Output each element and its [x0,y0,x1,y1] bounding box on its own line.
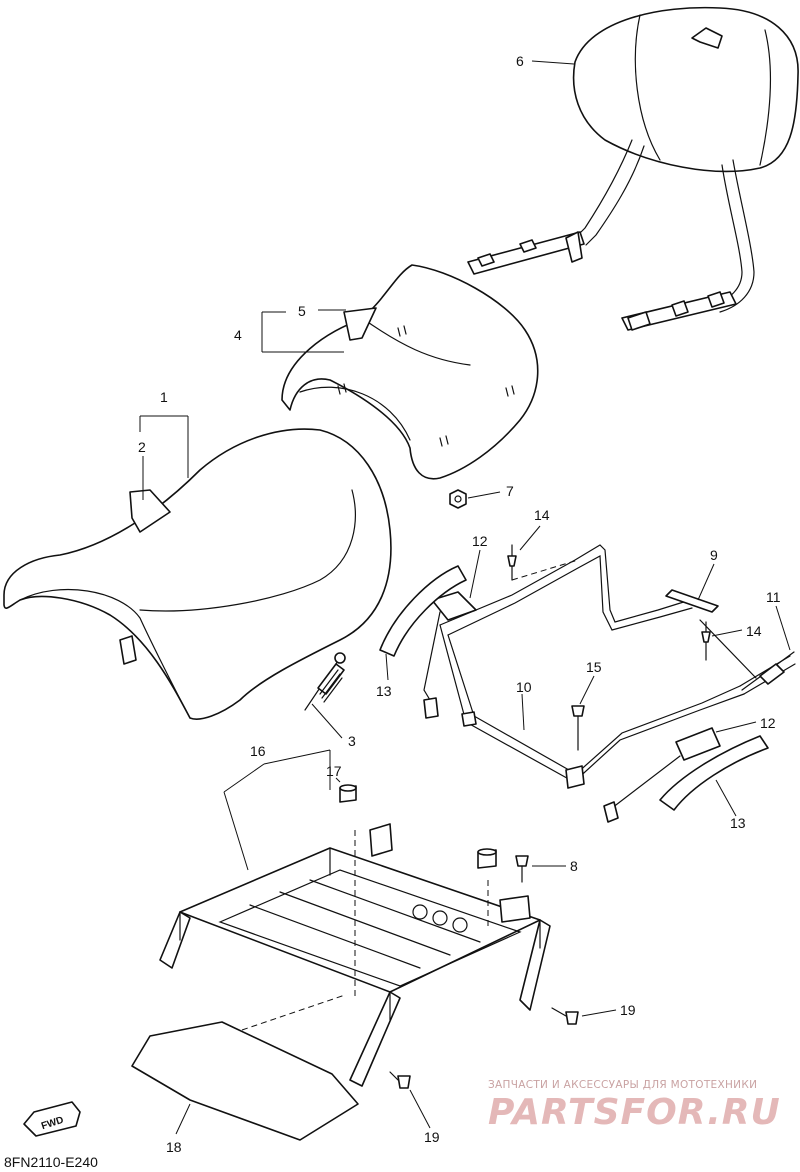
fwd-arrow-icon: FWD [23,1101,81,1137]
watermark-logo: PARTSFOR.RU [488,1092,781,1133]
rider-seat-clip [129,489,171,533]
leader-lines [139,60,791,1135]
seat-mat [131,1021,359,1141]
bolt-15 [571,705,585,751]
callout-6: 6 [516,53,524,69]
callout-labels: 1 2 3 4 5 6 7 8 9 10 11 12 12 13 13 14 1… [138,53,781,1155]
bolt-14-right [701,621,711,661]
nut-7 [449,489,467,509]
callout-10: 10 [516,679,532,695]
seat-rail-frame [439,544,796,789]
backrest-stay [467,139,755,331]
callout-15: 15 [586,659,602,675]
backrest-pad [572,6,799,173]
callout-16: 16 [250,743,266,759]
rod-11 [741,651,795,691]
passenger-seat [281,264,539,480]
callout-2: 2 [138,439,146,455]
seat-damper [304,652,346,711]
seat-pad-right [603,727,721,823]
frame-guide-line [511,559,579,581]
seat-pad-left [423,591,477,719]
callout-18: 18 [166,1139,182,1155]
base-guide-line-3 [241,994,346,1031]
passenger-seat-clip [343,307,377,341]
callout-13-right: 13 [730,815,746,831]
bolt-14-left [507,544,517,581]
watermark-tagline: ЗАПЧАСТИ И АКСЕССУАРЫ ДЛЯ МОТОТЕХНИКИ [488,1079,757,1091]
callout-19-upper: 19 [620,1002,636,1018]
callout-12-right: 12 [760,715,776,731]
bolt-8 [515,855,529,883]
caution-label [665,589,719,613]
damper-rubber-17a [339,784,357,803]
callout-11: 11 [766,589,781,605]
bolt-19-lower [389,1071,411,1089]
callout-5: 5 [298,303,306,319]
callout-19-lower: 19 [424,1129,440,1145]
seat-base-frame [159,823,551,1087]
callout-17: 17 [326,763,342,779]
bolt-19-upper [551,1007,579,1025]
callout-3: 3 [348,733,356,749]
seat-cover-right [659,735,769,811]
diagram-code: 8FN2110-E240 [4,1154,98,1170]
callout-14-left: 14 [534,507,550,523]
rider-seat [3,428,392,720]
callout-4: 4 [234,327,242,343]
callout-8: 8 [570,858,578,874]
callout-7: 7 [506,483,514,499]
callout-13-left: 13 [376,683,392,699]
watermark: ЗАПЧАСТИ И АКСЕССУАРЫ ДЛЯ МОТОТЕХНИКИ PA… [488,1079,781,1133]
callout-1: 1 [160,389,168,405]
callout-12-left: 12 [472,533,488,549]
callout-14-right: 14 [746,623,762,639]
backrest-emblem-icon [691,27,723,49]
damper-rubber-17b [477,848,497,869]
seat-cover-left [379,565,467,657]
callout-9: 9 [710,547,718,563]
